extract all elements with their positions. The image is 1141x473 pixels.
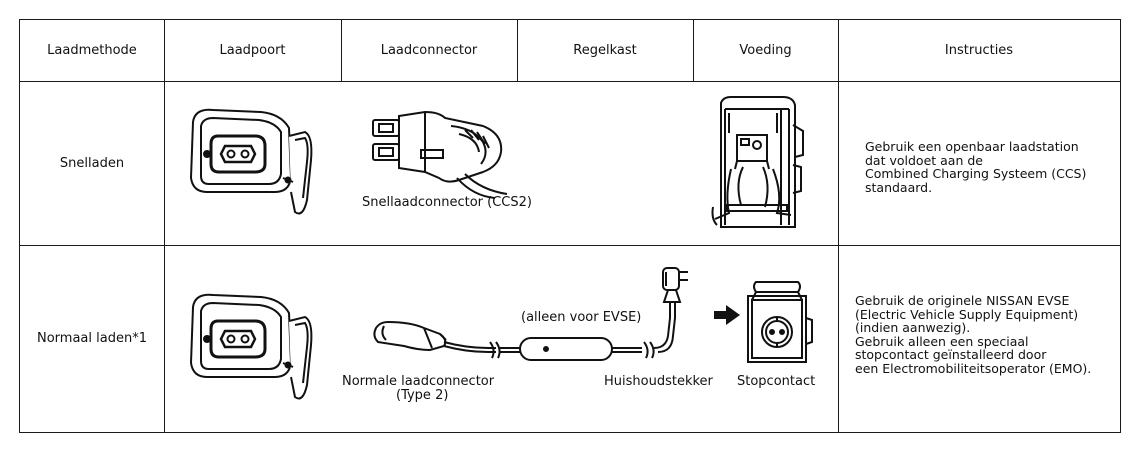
charge-port-illustration	[183, 100, 323, 225]
socket-label: Stopcontact	[737, 374, 816, 389]
instruction-line: standaard.	[865, 179, 933, 195]
type2-connector-label: Normale laadconnector	[342, 374, 495, 389]
header-divider	[20, 81, 1120, 82]
charging-methods-table: Laadmethode Laadpoort Laadconnector Rege…	[19, 19, 1121, 433]
instruction-line: (indien aanwezig).	[855, 320, 971, 335]
instruction-line: Gebruik alleen een speciaal	[855, 333, 1029, 349]
instruction-line: dat voldoet aan de	[865, 152, 983, 168]
instruction-line: Gebruik een openbaar laadstation	[865, 139, 1079, 154]
instruction-line: Gebruik de originele NISSAN EVSE	[855, 293, 1070, 308]
arrow-right-icon	[714, 305, 740, 325]
instruction-line: stopcontact geïnstalleerd door	[855, 347, 1047, 362]
header-instructies: Instructies	[944, 43, 1014, 58]
charging-station-illustration	[707, 95, 807, 230]
instructions-normaal-laden: Gebruik de originele NISSAN EVSE (Electr…	[855, 294, 1091, 375]
instruction-line: Combined Charging Systeem (CCS)	[865, 166, 1087, 181]
header-laadmethode: Laadmethode	[47, 43, 137, 58]
instruction-line: een Electromobiliteitsoperator (EMO).	[855, 360, 1092, 376]
ccs2-connector-illustration	[365, 108, 515, 198]
method-snelladen: Snelladen	[59, 155, 125, 171]
instruction-line: (Electric Vehicle Supply Equipment)	[855, 306, 1079, 322]
wall-socket-illustration	[742, 278, 812, 373]
header-column-divider	[517, 20, 518, 81]
charge-port-illustration	[183, 285, 323, 410]
header-column-divider	[341, 20, 342, 81]
column-divider	[164, 20, 165, 432]
header-regelkast: Regelkast	[573, 43, 637, 58]
evse-note-label: (alleen voor EVSE)	[521, 310, 642, 325]
row-divider	[20, 245, 1120, 246]
evse-cable-illustration	[370, 262, 710, 372]
ccs2-connector-label: Snellaadconnector (CCS2)	[362, 195, 532, 210]
header-voeding: Voeding	[739, 43, 792, 58]
instructions-snelladen: Gebruik een openbaar laadstation dat vol…	[865, 140, 1086, 194]
header-laadconnector: Laadconnector	[380, 43, 478, 58]
method-normaal-laden: Normaal laden*1	[37, 331, 147, 346]
column-divider	[838, 20, 839, 432]
household-plug-label: Huishoudstekker	[604, 374, 713, 389]
header-laadpoort: Laadpoort	[219, 43, 286, 58]
header-column-divider	[693, 20, 694, 81]
type2-connector-sublabel: (Type 2)	[396, 388, 449, 403]
